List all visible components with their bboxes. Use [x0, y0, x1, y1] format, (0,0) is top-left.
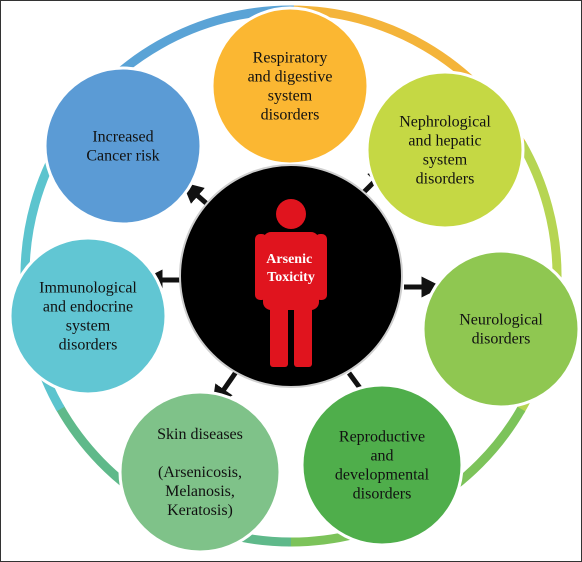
- node-label-line: disorders: [472, 331, 531, 348]
- center-label-line: Toxicity: [267, 270, 315, 285]
- node-label-line: and hepatic: [408, 133, 481, 150]
- node-label-line: Respiratory: [253, 50, 328, 67]
- node-label-line: Immunological: [39, 280, 137, 297]
- node-label-line: developmental: [335, 467, 430, 484]
- node-label: Respiratory and digestive system disorders: [248, 50, 333, 124]
- node-label-line: Reproductive: [339, 429, 425, 446]
- node-label-line: Keratosis): [167, 502, 233, 519]
- node-label-line: and endocrine: [43, 299, 133, 316]
- node-circle: [210, 6, 370, 166]
- node-label-line: disorders: [353, 486, 412, 503]
- node-circle: [300, 383, 464, 547]
- node-respiratory: Respiratory and digestive system disorders: [210, 6, 370, 166]
- node-nephrological: Nephrological and hepatic system disorders: [365, 70, 525, 230]
- node-label-line: Neurological: [459, 312, 543, 329]
- node-reproductive: Reproductive and developmental disorders: [300, 383, 464, 547]
- node-label-line: Melanosis,: [165, 483, 235, 500]
- node-label-line: disorders: [59, 337, 118, 354]
- node-label-line: Skin diseases: [157, 426, 243, 443]
- node-circle: [8, 236, 168, 396]
- node-label-line: and: [370, 448, 393, 465]
- node-label-line: system: [423, 152, 468, 169]
- node-label-line: and digestive: [248, 69, 333, 86]
- node-label-line: Cancer risk: [86, 148, 159, 165]
- center-node: Arsenic Toxicity: [179, 164, 403, 388]
- node-circle: [421, 249, 581, 409]
- node-label-line: disorders: [416, 171, 475, 188]
- node-label-line: system: [66, 318, 111, 335]
- node-skin: Skin diseases (Arsenicosis, Melanosis, Kera…: [118, 390, 282, 554]
- node-neurological: Neurological disorders: [421, 249, 581, 409]
- node-label-line: Increased: [92, 129, 153, 146]
- node-label-line: (Arsenicosis,: [158, 464, 242, 481]
- center-label: Arsenic Toxicity: [266, 252, 315, 285]
- node-circle: [118, 390, 282, 554]
- node-circle: [43, 66, 203, 226]
- person-figure-icon: [255, 199, 327, 367]
- node-label-line: Nephrological: [399, 114, 491, 131]
- node-label-line: system: [268, 88, 313, 105]
- node-label: Neurological disorders: [459, 312, 543, 348]
- node-label: Immunological and endocrine system disorder…: [39, 280, 137, 354]
- node-label-line: disorders: [261, 107, 320, 124]
- node-label: Skin diseases (Arsenicosis, Melanosis, Kera…: [157, 426, 243, 519]
- node-label: Reproductive and developmental disorders: [335, 429, 430, 503]
- node-immunological: Immunological and endocrine system disorder…: [8, 236, 168, 396]
- center-label-line: Arsenic: [266, 252, 312, 267]
- node-circle: [365, 70, 525, 230]
- node-label: Nephrological and hepatic system disorders: [399, 114, 491, 188]
